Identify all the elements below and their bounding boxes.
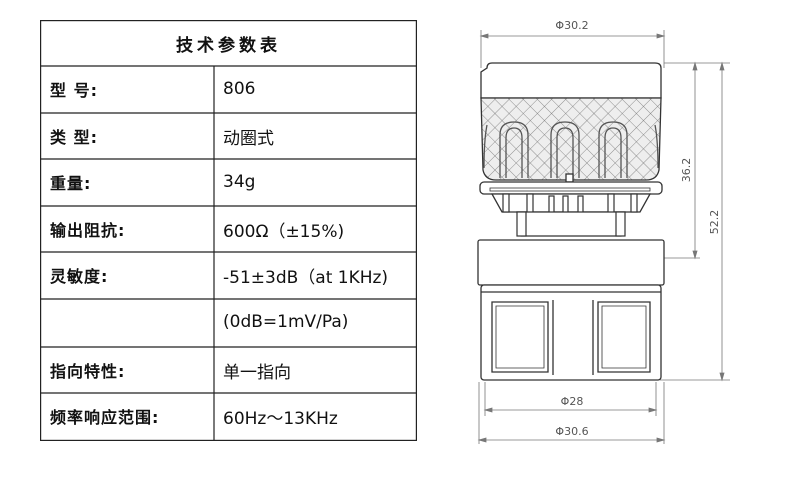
capsule-pins (502, 193, 638, 237)
table-row: 频率响应范围: 60Hz～13KHz (40, 393, 417, 439)
row-value: 60Hz～13KHz (223, 408, 338, 429)
dim-top-width (479, 30, 666, 68)
row-value: 动圈式 (223, 128, 274, 149)
table-row: 指向特性: 单一指向 (40, 347, 417, 393)
table-row: 重量: 34g (40, 159, 417, 205)
row-label: 输出阻抗: (50, 221, 126, 240)
row-value: 34g (223, 172, 256, 192)
capsule-body (477, 239, 665, 381)
row-label: 型 号: (50, 81, 98, 100)
row-label: 频率响应范围: (50, 408, 160, 427)
capsule-mesh-grille (480, 97, 662, 181)
table-row: 输出阻抗: 600Ω（±15%) (40, 206, 417, 252)
row-label: 指向特性: (50, 362, 126, 381)
dim-body-width-label: Φ28 (561, 395, 584, 408)
capsule-top-cap (480, 62, 662, 99)
dim-total-height-label: 52.2 (708, 210, 721, 235)
table-row: 灵敏度: -51±3dB（at 1KHz) (40, 252, 417, 298)
dim-head-height-label: 36.2 (680, 158, 693, 183)
row-label: 重量: (50, 174, 92, 193)
row-value: -51±3dB（at 1KHz) (223, 267, 389, 288)
dim-head-height (660, 61, 700, 260)
table-row: 类 型: 动圈式 (40, 113, 417, 159)
dim-body-width (483, 382, 658, 416)
row-value: (0dB=1mV/Pa) (223, 312, 349, 332)
table-grid (40, 20, 417, 441)
spec-table: 技术参数表 型 号: 806 类 型: 动圈式 重量: 34g 输出阻抗: 60… (40, 20, 417, 441)
dim-total-height (660, 61, 730, 382)
dim-bottom-width-label: Φ30.6 (555, 425, 588, 438)
row-value: 600Ω（±15%) (223, 221, 345, 242)
row-value: 806 (223, 79, 256, 99)
table-row: 型 号: 806 (40, 66, 417, 112)
row-value: 单一指向 (223, 362, 291, 383)
table-title-text: 技术参数表 (176, 35, 281, 56)
table-title: 技术参数表 (40, 20, 417, 66)
dim-top-width-label: Φ30.2 (555, 19, 588, 32)
row-label: 灵敏度: (50, 267, 109, 286)
table-row: (0dB=1mV/Pa) (40, 299, 417, 345)
dim-bottom-width (477, 382, 666, 444)
row-label: 类 型: (50, 128, 98, 147)
